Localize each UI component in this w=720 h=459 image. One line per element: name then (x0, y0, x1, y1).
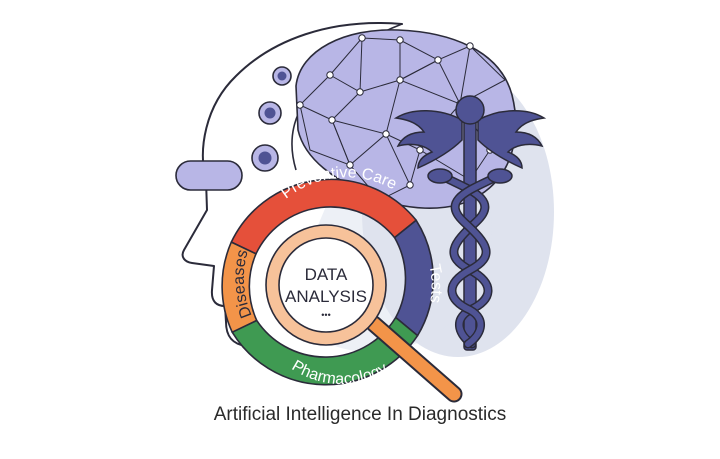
segment-diseases (221, 241, 258, 333)
segment-label-right: Tests (425, 263, 444, 304)
center-title-line2: ANALYSIS (285, 287, 367, 306)
topic-ring (221, 178, 435, 386)
caption: Artificial Intelligence In Diagnostics (213, 404, 507, 425)
magnifying-glass-icon (265, 224, 463, 403)
caduceus-icon (393, 95, 547, 351)
center-title-line1: DATA (305, 265, 348, 284)
center-dots: ••• (321, 310, 330, 320)
